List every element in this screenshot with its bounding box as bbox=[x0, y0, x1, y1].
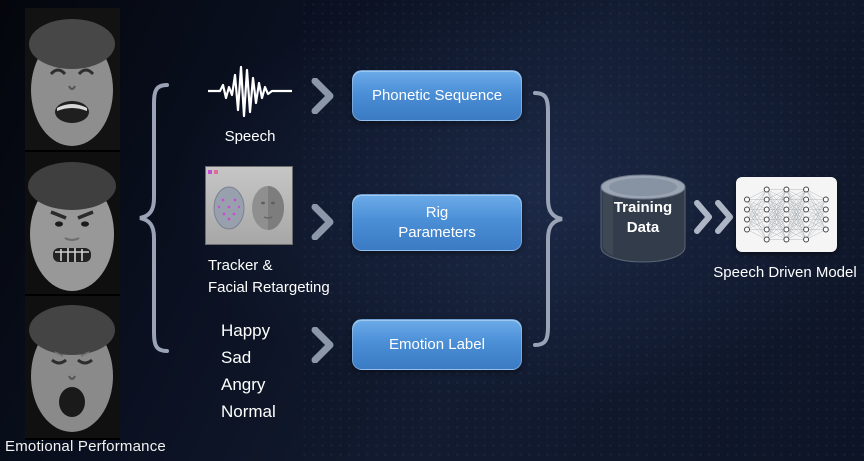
training-data-label: Training Data bbox=[598, 198, 688, 238]
face-photo-angry bbox=[25, 152, 120, 294]
phonetic-sequence-box: Phonetic Sequence bbox=[352, 70, 522, 121]
chevron-right-icon bbox=[694, 200, 712, 234]
emotional-performance-caption: Emotional Performance bbox=[5, 438, 166, 455]
tracker-retargeting-image bbox=[205, 166, 293, 245]
rig-parameters-label-line1: Rig bbox=[425, 203, 449, 221]
rig-parameters-box: Rig Parameters bbox=[352, 194, 522, 251]
face-photo-laughing bbox=[25, 8, 120, 150]
face-photo-sad bbox=[25, 296, 120, 438]
tracker-label-line2: Facial Retargeting bbox=[208, 279, 330, 296]
chevron-right-icon bbox=[311, 327, 334, 363]
phonetic-sequence-label: Phonetic Sequence bbox=[371, 86, 503, 104]
emotion-word-normal: Normal bbox=[221, 402, 276, 421]
emotion-word-happy: Happy bbox=[221, 321, 271, 340]
rig-parameters-label-line2: Parameters bbox=[398, 223, 476, 241]
chevron-right-icon bbox=[715, 200, 733, 234]
double-chevron-right-icon bbox=[693, 199, 734, 235]
emotion-word-angry: Angry bbox=[221, 375, 266, 394]
speech-waveform-icon bbox=[208, 65, 292, 118]
chevron-right-icon bbox=[311, 204, 334, 240]
neural-network-icon bbox=[736, 177, 837, 252]
speech-driven-model-caption: Speech Driven Model bbox=[713, 264, 857, 281]
right-brace-icon bbox=[533, 91, 563, 347]
tracker-label-line1: Tracker & bbox=[208, 257, 273, 274]
database-cylinder-icon bbox=[600, 174, 686, 263]
emotional-performance-strip bbox=[25, 8, 120, 440]
left-brace-icon bbox=[139, 83, 169, 353]
emotion-word-list: Happy Sad Angry Normal bbox=[221, 317, 276, 425]
emotion-word-sad: Sad bbox=[221, 348, 252, 367]
training-data-line1: Training bbox=[613, 199, 673, 216]
tracker-label: Tracker & Facial Retargeting bbox=[208, 255, 368, 299]
chevron-right-icon bbox=[311, 78, 334, 114]
emotion-label-box: Emotion Label bbox=[352, 319, 522, 370]
training-data-line2: Data bbox=[626, 219, 660, 236]
speech-label: Speech bbox=[224, 128, 276, 145]
emotion-label-label: Emotion Label bbox=[389, 335, 485, 353]
